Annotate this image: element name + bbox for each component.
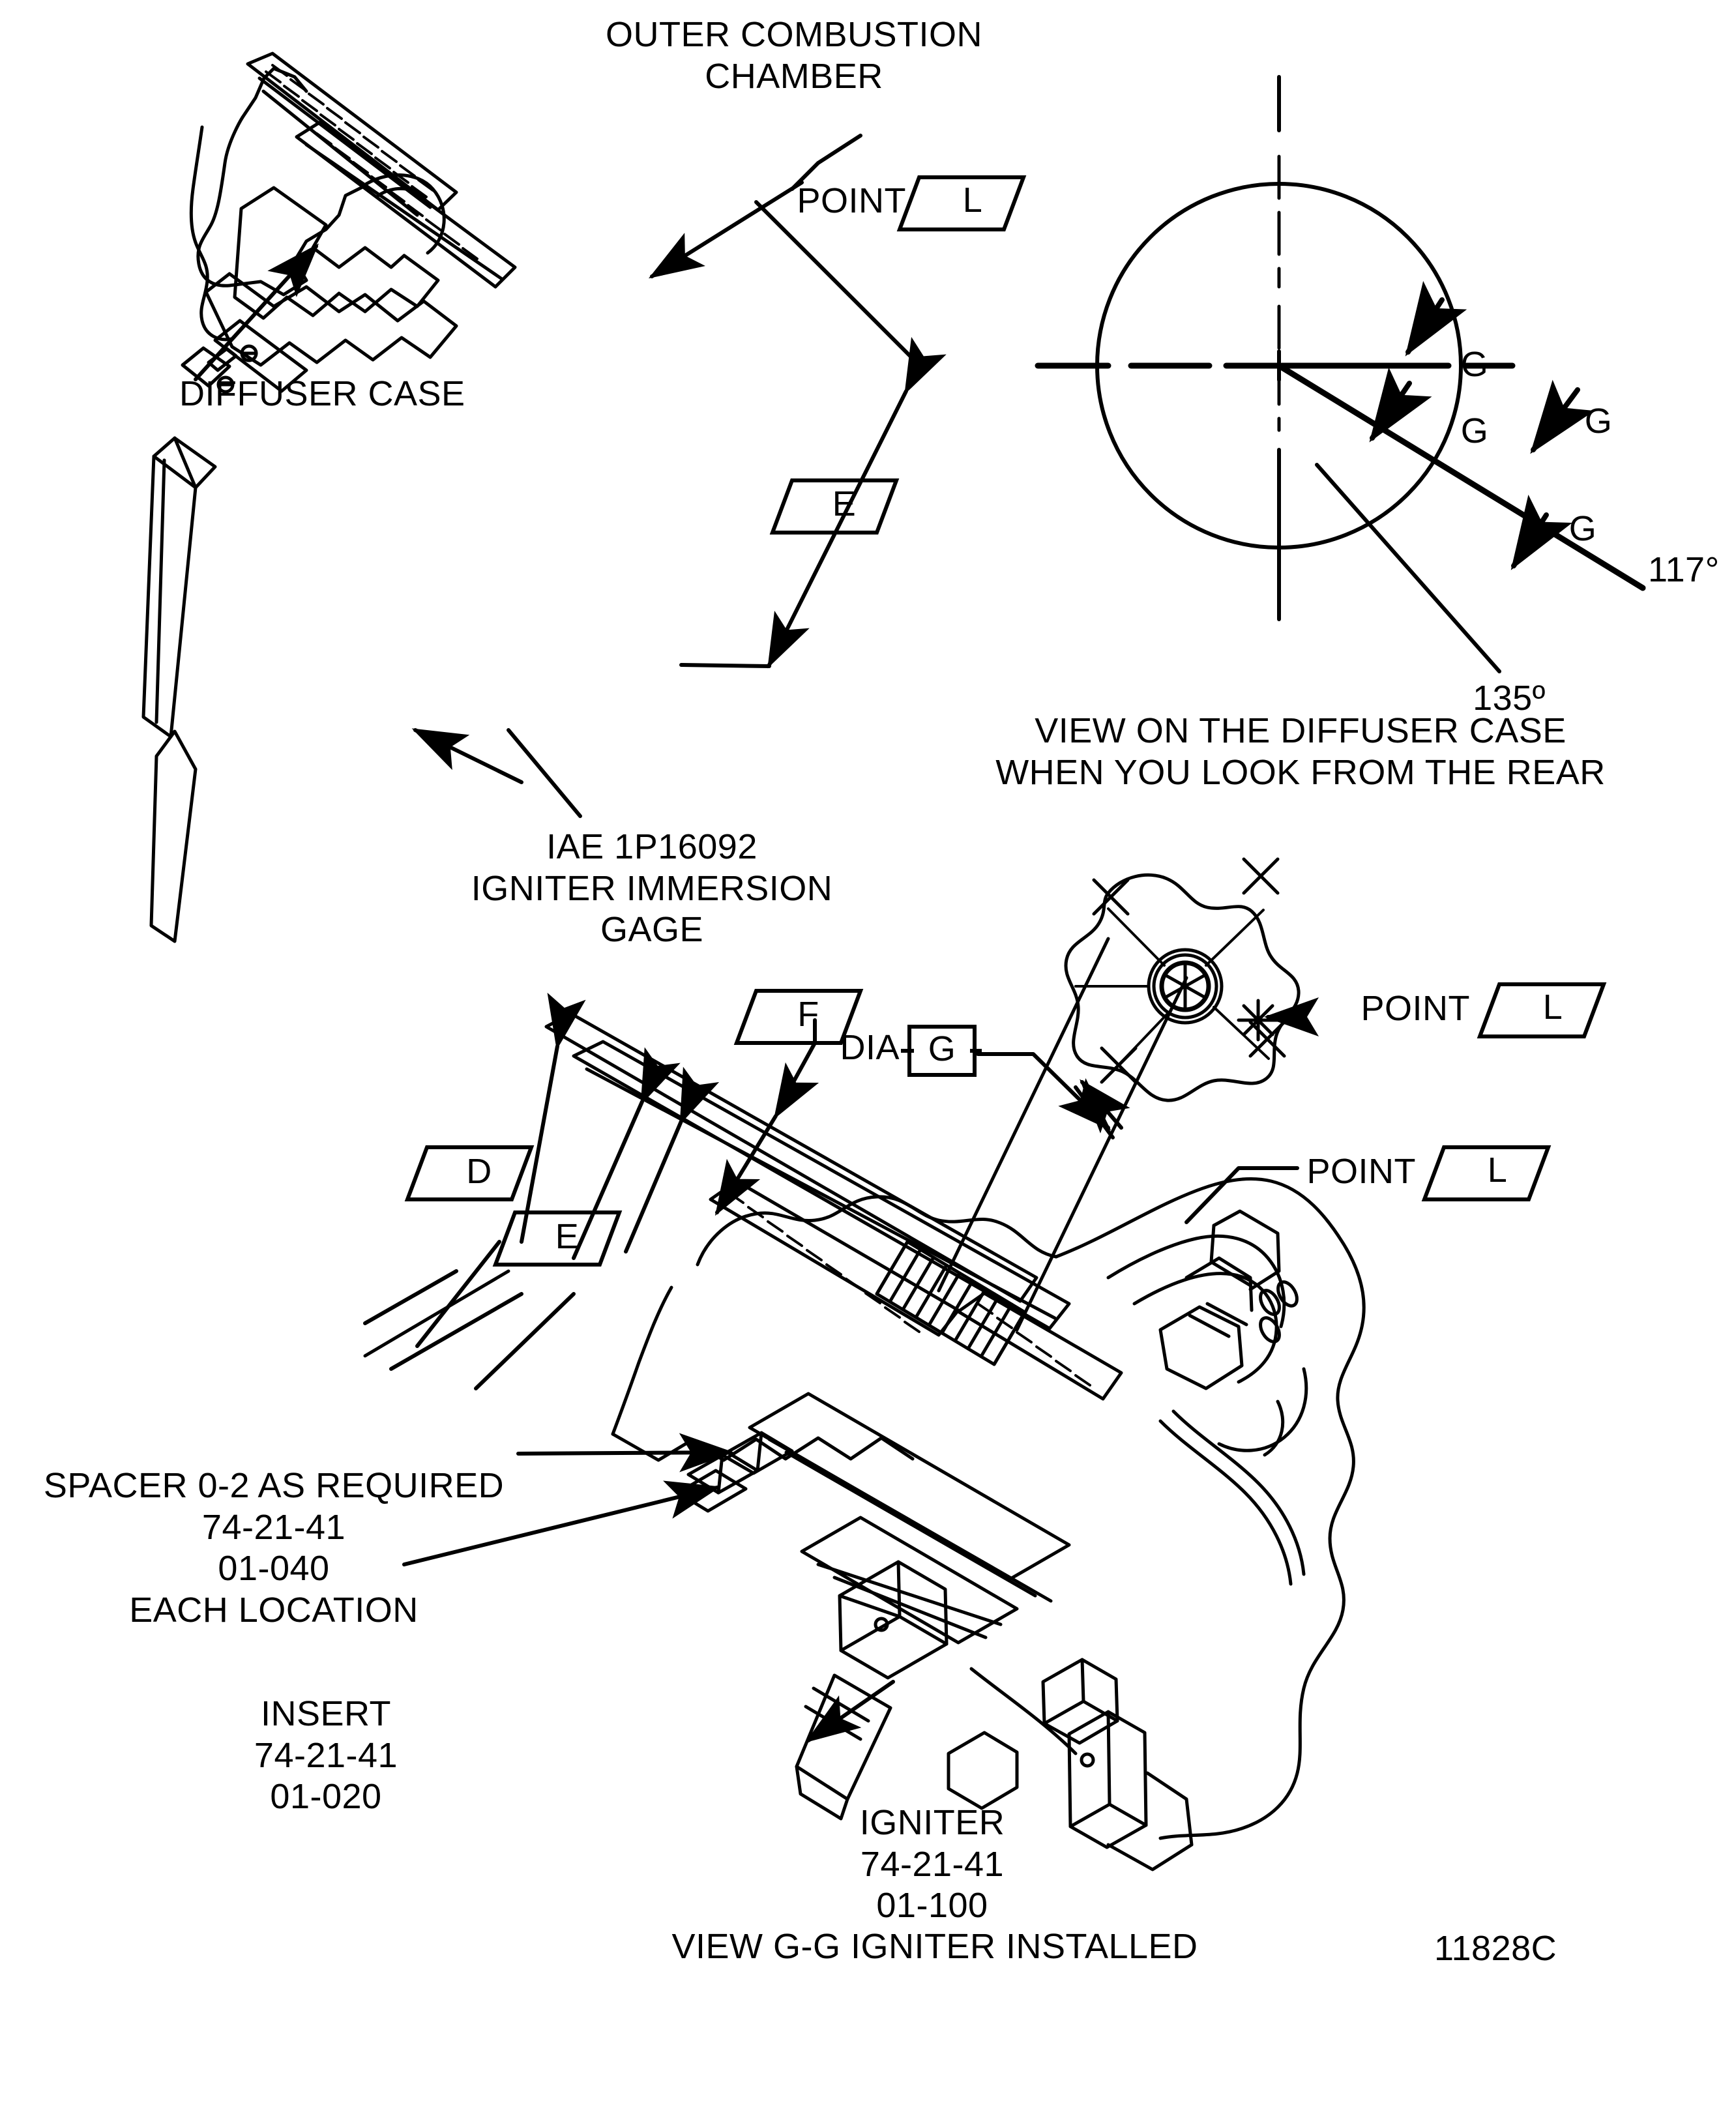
point-l-right-upper-text: POINT [1361, 989, 1470, 1028]
circle-g-label-3: G [1584, 402, 1613, 441]
view-gg-caption: VIEW G-G IGNITER INSTALLED [671, 1927, 1198, 1966]
point-l-top-text: POINT [797, 181, 906, 220]
flag-point-l-right-lower [1421, 1145, 1552, 1201]
top-assembly-drawing [141, 51, 517, 943]
igniter-immersion-gage-label: IAE 1P16092 IGNITER IMMERSION GAGE [471, 827, 833, 950]
flag-point-l-top [896, 175, 1027, 231]
circle-g-label-2: G [1460, 411, 1489, 450]
diffuser-case-circle-view [1035, 75, 1646, 673]
flag-point-l-right-upper [1477, 982, 1607, 1038]
dim-d [363, 992, 586, 1371]
diffuser-case-label: DIFFUSER CASE [179, 374, 465, 413]
flag-dim-e-top [769, 478, 900, 535]
dia-g-flag-letter: G [928, 1029, 956, 1068]
flag-dia-g [901, 1025, 982, 1077]
angle-135-label: 135º [1473, 679, 1546, 718]
top-view-igniter-leader [411, 728, 523, 784]
flag-dim-f [733, 989, 864, 1045]
point-l-right-upper-flag-letter: L [1542, 988, 1563, 1027]
dim-f-flag-letter: F [797, 995, 819, 1034]
igniter-face-detail [1064, 857, 1301, 1102]
dim-e-bottom-flag-letter: E [555, 1217, 580, 1256]
point-l-top-flag-letter: L [962, 181, 983, 220]
dim-e-bottom [474, 1047, 720, 1390]
figure-reference-number: 11828C [1434, 1929, 1557, 1968]
point-l-right-lower-text: POINT [1306, 1152, 1416, 1191]
circle-view-caption: VIEW ON THE DIFFUSER CASE WHEN YOU LOOK … [995, 711, 1606, 792]
dia-text-label: DIA [840, 1028, 900, 1067]
dim-e-top-flag-letter: E [832, 484, 857, 523]
outer-combustion-chamber-label: OUTER COMBUSTION CHAMBER [605, 15, 983, 96]
angle-117-label: 117° [1648, 550, 1720, 589]
spacer-label: SPACER 0-2 AS REQUIRED 74-21-41 01-040 E… [43, 1466, 505, 1630]
bottom-assembly-drawing [544, 1012, 1366, 1871]
igniter-label: IGNITER 74-21-41 01-100 [859, 1803, 1005, 1926]
flag-dim-d [404, 1145, 535, 1201]
flag-dim-e-bottom [492, 1210, 623, 1267]
circle-g-label-4: G [1568, 509, 1597, 548]
top-view-leaders [194, 134, 862, 818]
dim-e-top [679, 200, 947, 669]
insert-label: INSERT 74-21-41 01-020 [254, 1694, 398, 1817]
dim-d-flag-letter: D [466, 1152, 492, 1191]
circle-g-label-1: G [1460, 345, 1489, 384]
bottom-leaders [402, 997, 1319, 1743]
dim-g-arrow [1080, 1079, 1130, 1134]
point-l-right-lower-flag-letter: L [1487, 1151, 1508, 1190]
